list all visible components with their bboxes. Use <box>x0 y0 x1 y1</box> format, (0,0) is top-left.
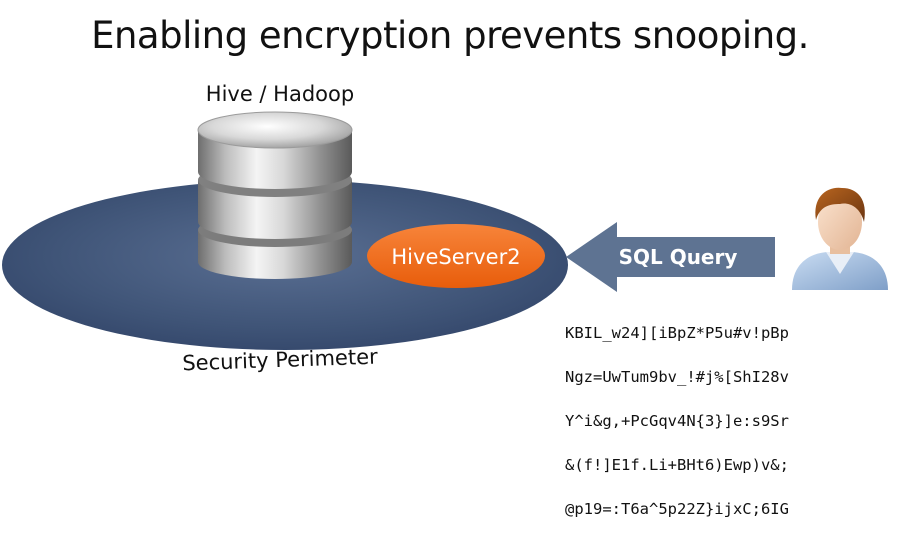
slide-title: Enabling encryption prevents snooping. <box>91 14 809 57</box>
database-icon <box>197 111 353 279</box>
encrypted-text-block: KBIL_w24][iBpZ*P5u#v!pBp Ngz=UwTum9bv_!#… <box>565 300 825 542</box>
user-icon <box>792 187 888 290</box>
sql-query-arrow: SQL Query <box>566 222 775 292</box>
encrypted-line: @p19=:T6a^5p22Z}ijxC;6IG <box>565 500 789 518</box>
encrypted-line: &(f!]E1f.Li+BHt6)Ewp)v&; <box>565 456 789 474</box>
diagram-canvas: HiveServer2 SQL Query <box>2 111 888 350</box>
sql-query-label: SQL Query <box>619 245 738 269</box>
hiveserver2-label: HiveServer2 <box>391 245 520 269</box>
hiveserver2-node: HiveServer2 <box>367 224 545 288</box>
encrypted-line: Y^i&g,+PcGqv4N{3}]e:s9Sr <box>565 412 789 430</box>
encrypted-line: KBIL_w24][iBpZ*P5u#v!pBp <box>565 324 789 342</box>
database-label: Hive / Hadoop <box>205 82 355 106</box>
encrypted-line: Ngz=UwTum9bv_!#j%[ShI28v <box>565 368 789 386</box>
